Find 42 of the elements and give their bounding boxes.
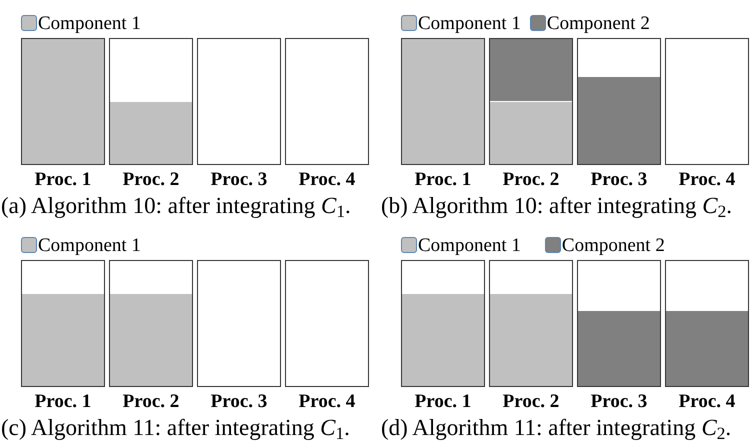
processor-bar: [665, 260, 749, 387]
processor-bar: [577, 260, 661, 387]
subfigure-caption: (a) Algorithm 10: after integrating C$_{1}$.: [1, 193, 351, 218]
processor-label: Proc. 1: [34, 392, 92, 411]
legend-label: Component 1: [418, 14, 521, 32]
processor-bar: [401, 38, 485, 165]
processor-label: Proc. 2: [502, 170, 560, 189]
subfigure-caption: (c) Algorithm 11: after integrating C$_{1}$.: [1, 415, 350, 440]
processor-bar: [489, 260, 573, 387]
processor-label: Proc. 3: [590, 392, 648, 411]
legend-label: Component 2: [562, 236, 665, 254]
processor-label: Proc. 3: [590, 170, 648, 189]
legend-label: Component 1: [418, 236, 521, 254]
processor-label: Proc. 4: [298, 170, 356, 189]
processor-bar: [197, 260, 281, 387]
processor-bar: [665, 38, 749, 165]
legend-label: Component 2: [546, 14, 650, 32]
processor-label: Proc. 4: [678, 392, 736, 411]
legend-label: Component 1: [38, 14, 141, 32]
processor-bar: [577, 38, 661, 165]
processor-label: Proc. 1: [414, 170, 472, 189]
processor-label: Proc. 2: [122, 170, 180, 189]
legend-label: Component 1: [38, 236, 141, 254]
processor-bar: [285, 260, 369, 387]
processor-label: Proc. 2: [502, 392, 560, 411]
subfigure-caption: (d) Algorithm 11: after integrating C$_{2}$.: [381, 415, 732, 440]
processor-label: Proc. 3: [210, 170, 268, 189]
processor-label: Proc. 1: [414, 392, 472, 411]
processor-bar: [285, 38, 369, 165]
processor-label: Proc. 1: [34, 170, 92, 189]
processor-bar: [109, 38, 193, 165]
processor-bar: [197, 38, 281, 165]
processor-bar: [109, 260, 193, 387]
processor-label: Proc. 3: [210, 392, 268, 411]
subfigure-caption: (b) Algorithm 10: after integrating C$_{2}$.: [381, 193, 732, 218]
processor-bar: [489, 38, 573, 165]
processor-bar: [401, 260, 485, 387]
processor-label: Proc. 4: [678, 170, 736, 189]
processor-label: Proc. 4: [298, 392, 356, 411]
processor-bar: [21, 38, 105, 165]
processor-label: Proc. 2: [122, 392, 180, 411]
processor-bar: [21, 260, 105, 387]
